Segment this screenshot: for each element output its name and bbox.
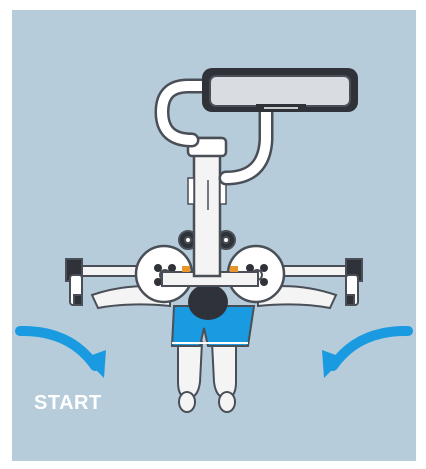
person-head <box>188 284 228 320</box>
person-legs <box>177 341 237 413</box>
start-label: START <box>34 392 102 414</box>
handlebar-left <box>65 258 153 306</box>
curved-arrow-clockwise-icon <box>15 325 106 378</box>
exercise-illustration-panel: START <box>12 10 416 461</box>
curved-arrow-counterclockwise-icon <box>322 325 413 378</box>
vertical-column <box>186 136 228 278</box>
exercise-machine-illustration <box>15 68 413 413</box>
frame-arm <box>154 78 274 186</box>
person-shorts <box>170 305 256 347</box>
upper-pulleys <box>178 230 236 250</box>
seat-pad <box>202 68 358 112</box>
